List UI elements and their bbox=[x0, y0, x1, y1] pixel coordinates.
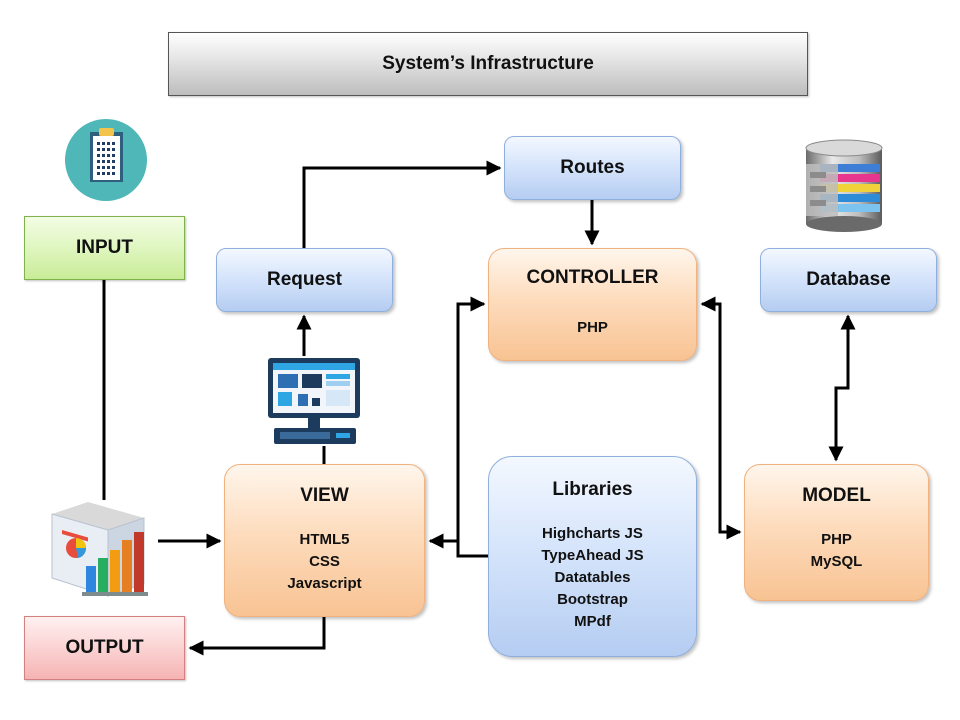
diagram-title: System’s Infrastructure bbox=[382, 53, 594, 74]
report-chart-icon bbox=[51, 502, 148, 597]
database-icon bbox=[805, 139, 883, 232]
clipboard-icon bbox=[65, 119, 147, 201]
request-to-routes-arrow bbox=[302, 160, 502, 248]
request-box: Request bbox=[216, 248, 393, 312]
database-label: Database bbox=[806, 269, 891, 290]
request-label: Request bbox=[267, 269, 342, 290]
view-item: HTML5 bbox=[299, 531, 350, 548]
libraries-title: Libraries bbox=[552, 479, 633, 500]
library-item: Datatables bbox=[554, 569, 631, 586]
controller-model-arrow bbox=[700, 296, 742, 540]
diagram-title-box: System’s Infrastructure bbox=[168, 32, 808, 96]
database-model-arrow bbox=[828, 314, 856, 462]
view-item: CSS bbox=[309, 553, 340, 570]
library-item: Highcharts JS bbox=[542, 525, 643, 542]
library-item: MPdf bbox=[574, 613, 611, 630]
model-title: MODEL bbox=[802, 485, 871, 506]
library-item: Bootstrap bbox=[557, 591, 628, 608]
output-box: OUTPUT bbox=[24, 616, 185, 680]
model-box: MODEL PHP MySQL bbox=[744, 464, 929, 601]
controller-item: PHP bbox=[577, 319, 608, 336]
libraries-to-controller-arrow bbox=[456, 296, 488, 558]
output-label: OUTPUT bbox=[65, 637, 144, 658]
computer-icon bbox=[268, 358, 360, 444]
view-title: VIEW bbox=[300, 485, 349, 506]
library-item: TypeAhead JS bbox=[541, 547, 644, 564]
input-label: INPUT bbox=[76, 237, 133, 258]
model-item: PHP bbox=[821, 531, 852, 548]
model-item: MySQL bbox=[810, 553, 863, 570]
controller-title: CONTROLLER bbox=[526, 267, 659, 288]
view-to-output-arrow bbox=[188, 617, 326, 656]
view-item: Javascript bbox=[287, 575, 362, 592]
routes-box: Routes bbox=[504, 136, 681, 200]
database-box: Database bbox=[760, 248, 937, 312]
controller-box: CONTROLLER PHP bbox=[488, 248, 697, 361]
libraries-box: Libraries Highcharts JS TypeAhead JS Dat… bbox=[488, 456, 697, 657]
routes-label: Routes bbox=[560, 157, 625, 178]
view-box: VIEW HTML5 CSS Javascript bbox=[224, 464, 425, 617]
input-box: INPUT bbox=[24, 216, 185, 280]
